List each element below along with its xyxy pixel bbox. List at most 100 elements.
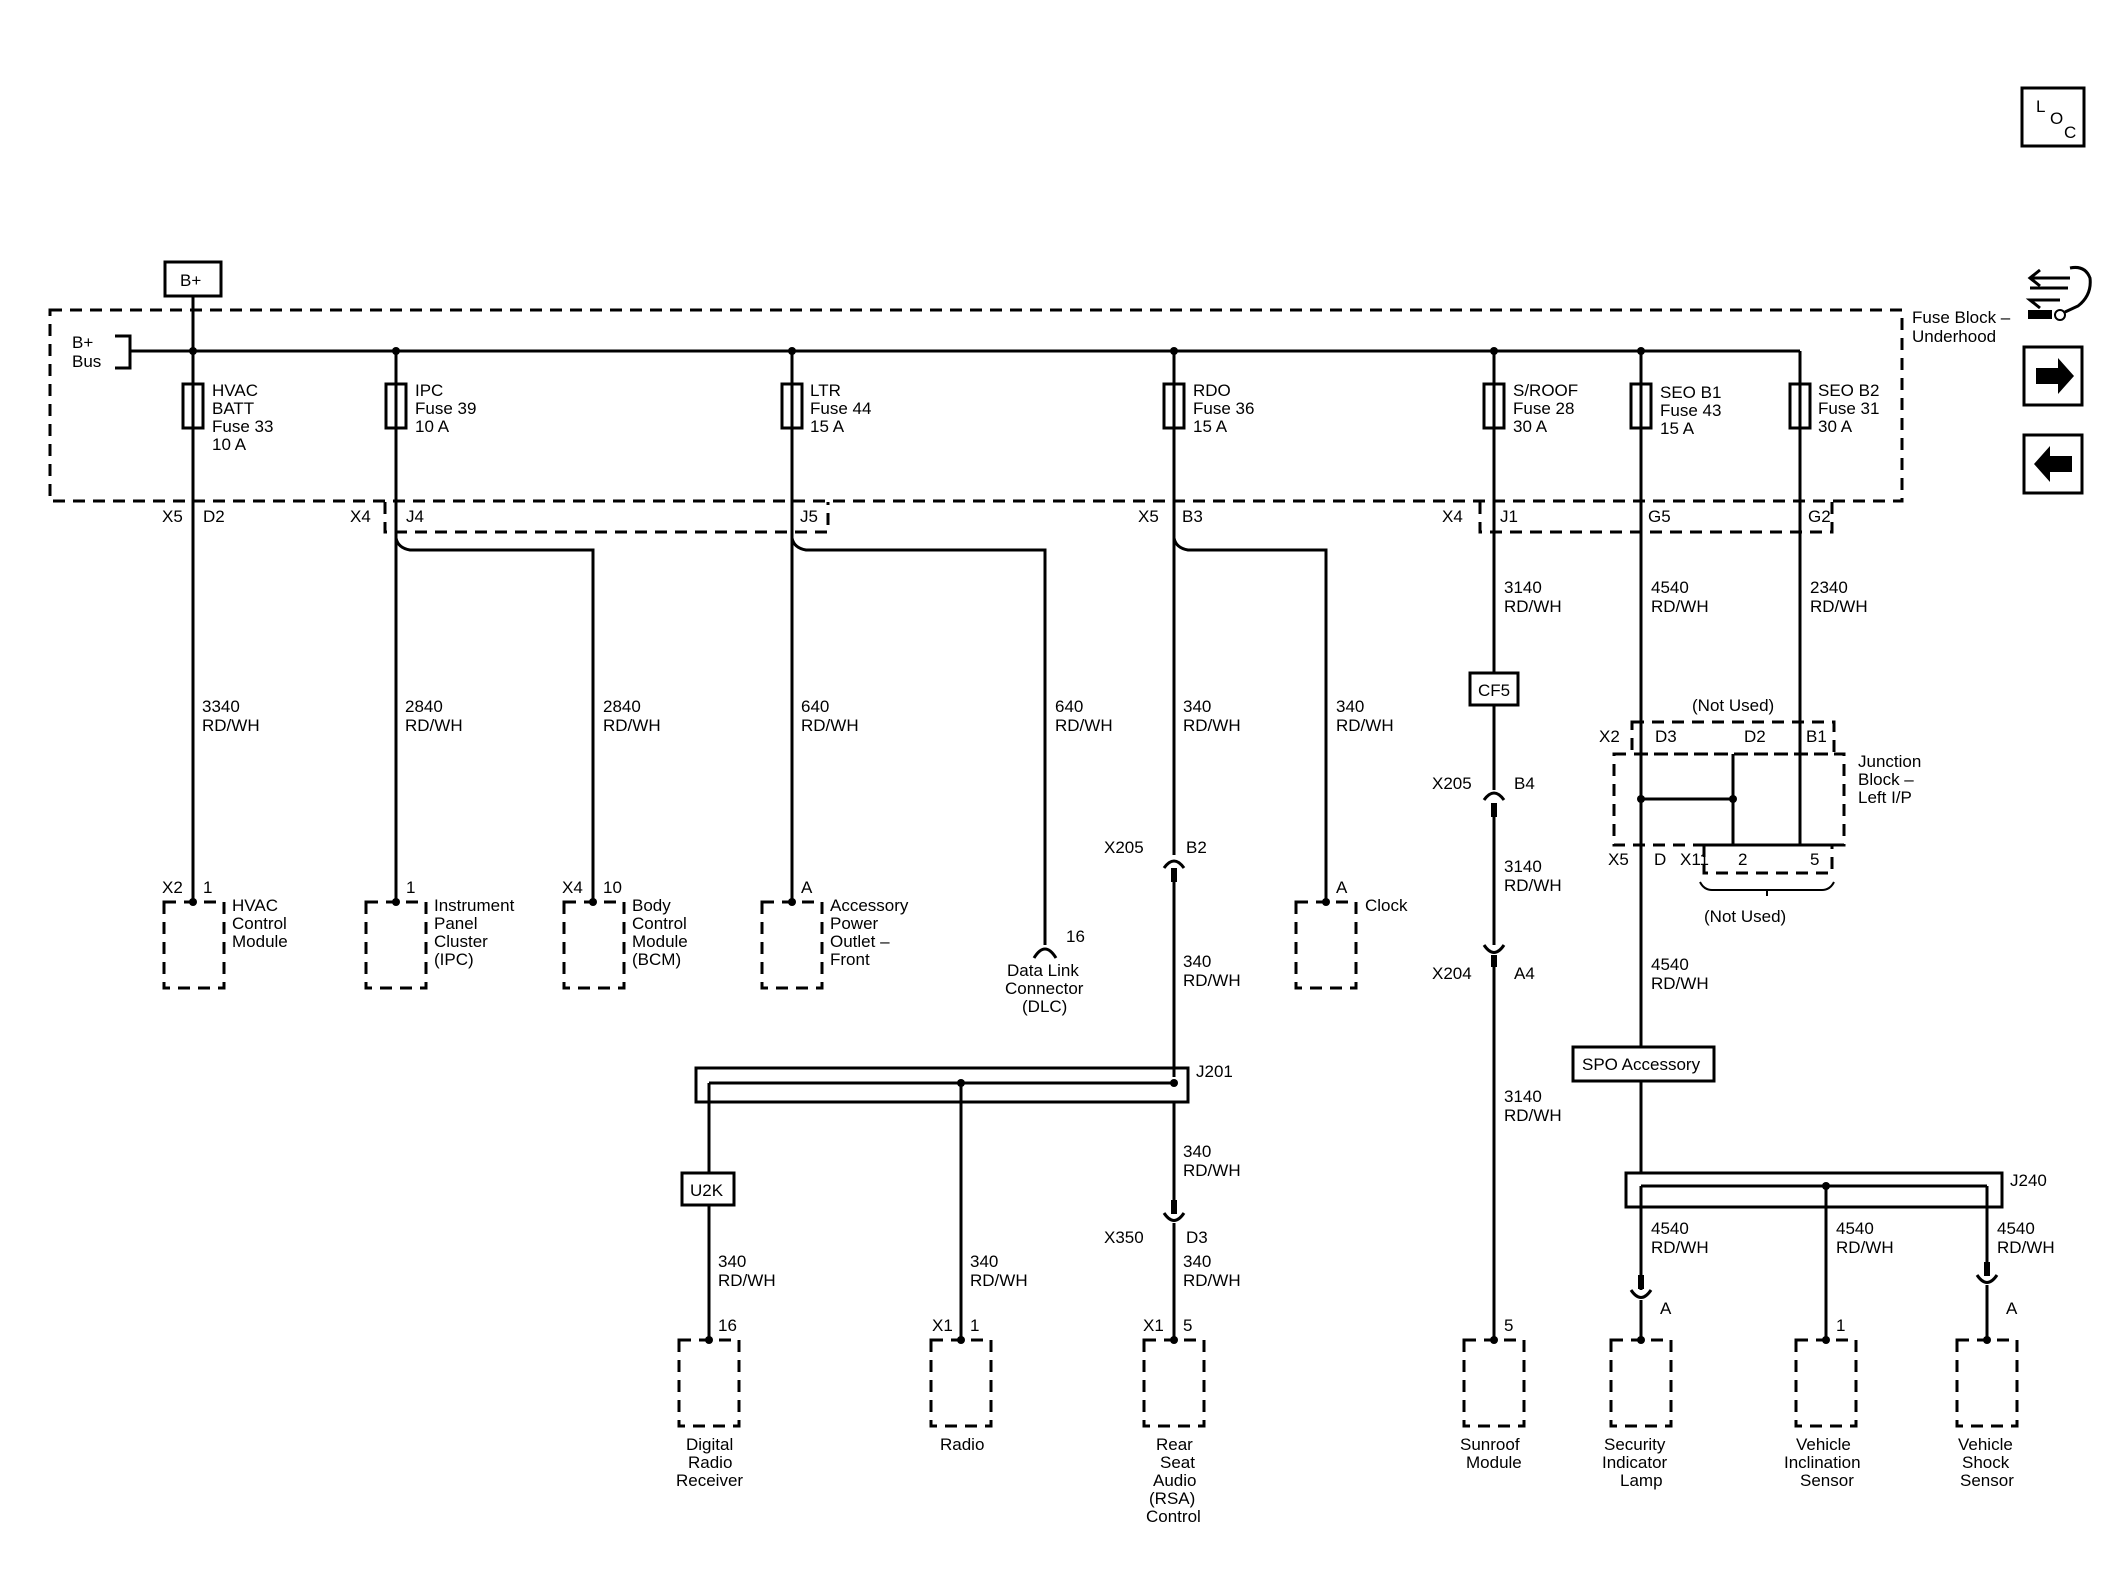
diagram-label: Radio <box>940 1435 984 1454</box>
fuse-sroof: S/ROOF Fuse 28 30 A <box>1482 351 1578 436</box>
fuse-seo-b2: SEO B2 Fuse 31 30 A <box>1788 381 1879 436</box>
diagram-label: Data Link <box>1007 961 1079 980</box>
diagram-label: BATT <box>212 399 254 418</box>
diagram-label: J4 <box>406 507 424 526</box>
diagram-label: U2K <box>690 1181 724 1200</box>
diagram-label: Radio <box>688 1453 732 1472</box>
diagram-label: A <box>2006 1299 2018 1318</box>
diagram-label: Fuse 43 <box>1660 401 1721 420</box>
diagram-label: B1 <box>1806 727 1827 746</box>
component-vehicle-shock-sensor: A Vehicle Shock Sensor <box>1955 1299 2019 1490</box>
spo-accessory-box: SPO Accessory <box>1571 1045 1716 1083</box>
diagram-label: SEO B2 <box>1818 381 1879 400</box>
diagram-label: RD/WH <box>1183 716 1241 735</box>
diagram-label: 1 <box>203 878 212 897</box>
diagram-label: A <box>1336 878 1348 897</box>
diagram-label: IPC <box>415 381 443 400</box>
diagram-label: 4540 <box>1651 578 1689 597</box>
component-instrument-panel-cluster: 1 Instrument Panel Cluster (IPC) <box>364 878 515 990</box>
fuse-rdo: RDO Fuse 36 15 A <box>1162 351 1254 436</box>
diagram-label: 340 <box>718 1252 746 1271</box>
diagram-label: RD/WH <box>1651 1238 1709 1257</box>
diagram-label: Seat <box>1160 1453 1195 1472</box>
diagram-label: X4 <box>1442 507 1463 526</box>
diagram-label: Panel <box>434 914 477 933</box>
diagram-label: A <box>801 878 813 897</box>
diagram-label: RD/WH <box>1836 1238 1894 1257</box>
component-security-indicator-lamp: A Security Indicator Lamp <box>1602 1299 1673 1490</box>
diagram-label: (DLC) <box>1022 997 1067 1016</box>
diagram-label: RD/WH <box>718 1271 776 1290</box>
diagram-label: S/ROOF <box>1513 381 1578 400</box>
diagram-label: 10 <box>603 878 622 897</box>
diagram-label: Vehicle <box>1958 1435 2013 1454</box>
diagram-label: RD/WH <box>1810 597 1868 616</box>
diagram-label: Left I/P <box>1858 788 1912 807</box>
diagram-label: Body <box>632 896 671 915</box>
diagram-label: 1 <box>406 878 415 897</box>
component-clock: A Clock <box>1294 878 1408 990</box>
diagram-label: RD/WH <box>1651 597 1709 616</box>
diagram-label: RDO <box>1193 381 1231 400</box>
diagram-label: Vehicle <box>1796 1435 1851 1454</box>
fuse-block-label-1: Fuse Block – <box>1912 308 2011 327</box>
diagram-label: 3140 <box>1504 578 1542 597</box>
component-accessory-power-outlet: A Accessory Power Outlet – Front <box>760 878 909 990</box>
diagram-label: 640 <box>1055 697 1083 716</box>
diagram-label: Fuse 44 <box>810 399 871 418</box>
diagram-label: X1 <box>932 1316 953 1335</box>
diagram-label: 10 A <box>212 435 247 454</box>
diagram-label: 30 A <box>1513 417 1548 436</box>
diagram-label: Control <box>232 914 287 933</box>
diagram-label: X4 <box>350 507 371 526</box>
diagram-label: Clock <box>1365 896 1408 915</box>
diagram-label: 340 <box>970 1252 998 1271</box>
diagram-label: 4540 <box>1651 1219 1689 1238</box>
diagram-label: SPO Accessory <box>1582 1055 1701 1074</box>
diagram-label: Instrument <box>434 896 515 915</box>
diagram-label: SEO B1 <box>1660 383 1721 402</box>
diagram-label: B4 <box>1514 774 1535 793</box>
loc-l: L <box>2036 97 2045 116</box>
diagram-label: 5 <box>1504 1316 1513 1335</box>
diagram-label: Front <box>830 950 870 969</box>
diagram-label: Power <box>830 914 879 933</box>
diagram-label: RD/WH <box>1504 1106 1562 1125</box>
diagram-label: RD/WH <box>1055 716 1113 735</box>
diagram-label: 4540 <box>1651 955 1689 974</box>
diagram-label: Module <box>632 932 688 951</box>
diagram-label: (Not Used) <box>1692 696 1774 715</box>
diagram-label: J201 <box>1196 1062 1233 1081</box>
diagram-label: X205 <box>1432 774 1472 793</box>
diagram-label: J1 <box>1500 507 1518 526</box>
diagram-label: 3140 <box>1504 1087 1542 1106</box>
diagram-label: 3140 <box>1504 857 1542 876</box>
diagram-label: RD/WH <box>405 716 463 735</box>
diagram-label: 340 <box>1183 952 1211 971</box>
previous-page-button[interactable] <box>2022 433 2084 495</box>
bplus-box <box>163 260 223 298</box>
diagram-label: Indicator <box>1602 1453 1668 1472</box>
diagram-label: Cluster <box>434 932 488 951</box>
diagram-label: LTR <box>810 381 841 400</box>
fuse-block-outline <box>48 308 1904 503</box>
loc-button[interactable]: L O C <box>2020 86 2086 148</box>
diagram-label: RD/WH <box>1651 974 1709 993</box>
next-page-button[interactable] <box>2022 345 2084 407</box>
diagram-label: Fuse 33 <box>212 417 273 436</box>
component-body-control-module: X4 10 Body Control Module (BCM) <box>562 878 688 990</box>
component-locator-icon[interactable] <box>2025 266 2092 321</box>
diagram-label: X1 <box>1143 1316 1164 1335</box>
splice-j240: J240 <box>1624 1171 2047 1340</box>
diagram-label: 4540 <box>1997 1219 2035 1238</box>
diagram-label: G2 <box>1808 507 1831 526</box>
diagram-label: 2340 <box>1810 578 1848 597</box>
diagram-label: (RSA) <box>1149 1489 1195 1508</box>
diagram-label: Lamp <box>1620 1471 1663 1490</box>
diagram-label: X2 <box>162 878 183 897</box>
diagram-label: D3 <box>1655 727 1677 746</box>
diagram-label: Sensor <box>1960 1471 2014 1490</box>
bus-label-2: Bus <box>72 352 101 371</box>
diagram-label: RD/WH <box>1183 1271 1241 1290</box>
